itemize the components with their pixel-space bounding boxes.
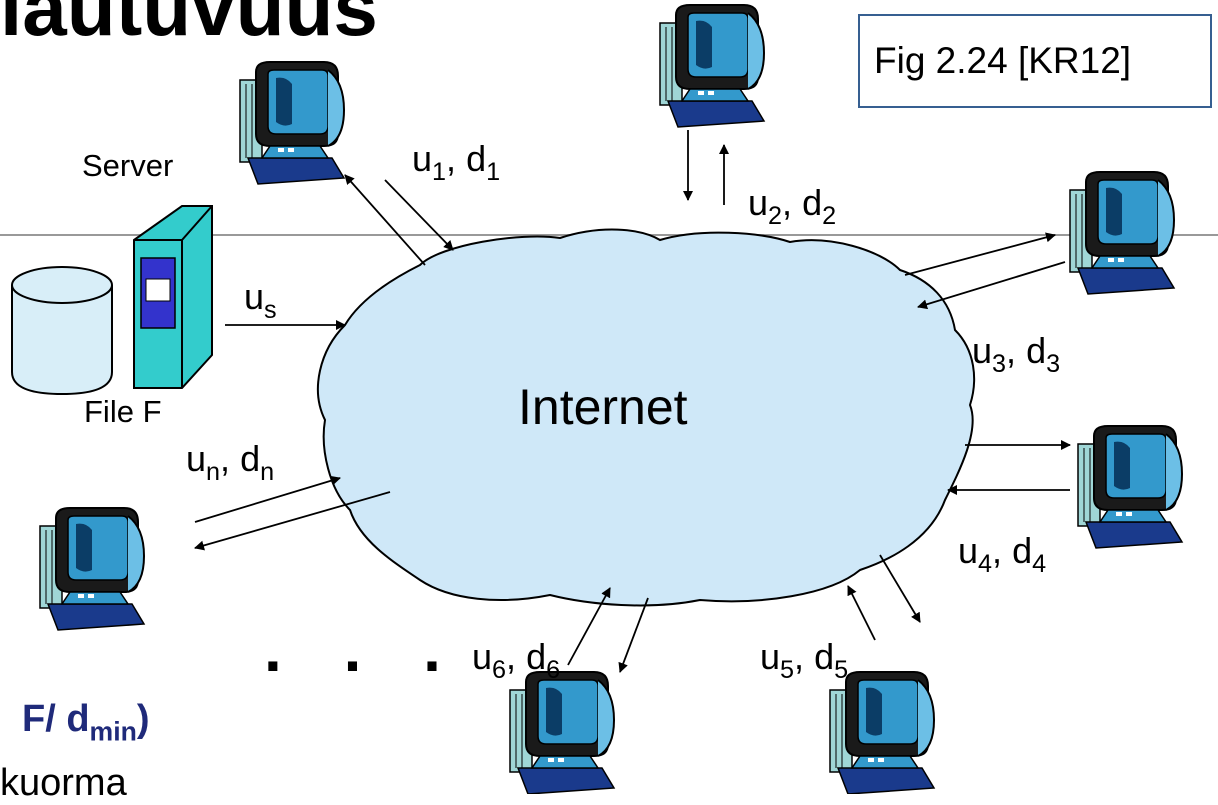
- peer-6-up-arrow: [567, 587, 611, 666]
- peer-1-computer-icon: [239, 61, 345, 185]
- peer-5-up-arrow: [847, 585, 876, 641]
- internet-cloud: [317, 228, 976, 607]
- slide-title-fragment: iautuvuus: [0, 0, 378, 52]
- server-upload-label: us: [244, 276, 277, 324]
- server-label: Server: [82, 148, 174, 183]
- peer-4-rates-label: u4, d4: [958, 530, 1047, 578]
- peer-1-rates-label: u1, d1: [412, 138, 501, 186]
- peer-3-computer-icon: [1069, 171, 1175, 295]
- figure-reference-box: Fig 2.24 [KR12]: [858, 14, 1212, 108]
- peer-6-down-arrow: [618, 597, 649, 673]
- peer-4-computer-icon: [1077, 425, 1183, 549]
- peer-1-up-arrow: [344, 174, 426, 266]
- peer-3-rates-label: u3, d3: [972, 330, 1061, 378]
- peer-2-computer-icon: [659, 4, 765, 128]
- file-label: File F: [84, 394, 162, 429]
- bottom-text-fragment: kuorma: [0, 762, 127, 804]
- peer-5-down-arrow: [879, 554, 921, 623]
- peer-3-up-arrow: [917, 261, 1066, 310]
- more-peers-ellipsis: . . .: [264, 613, 463, 685]
- peer-n-down-arrow: [194, 491, 391, 551]
- peer-n-computer-icon: [39, 507, 145, 631]
- peer-2-rates-label: u2, d2: [748, 182, 837, 230]
- peer-3-down-arrow: [904, 232, 1056, 276]
- peer-6-rates-label: u6, d6: [472, 636, 561, 684]
- peer-5-rates-label: u5, d5: [760, 636, 849, 684]
- internet-label: Internet: [518, 379, 688, 435]
- peer-1-down-arrow: [384, 179, 454, 251]
- peer-n-up-arrow: [194, 475, 341, 523]
- server-icon: [133, 205, 213, 389]
- formula-fragment: F/ dmin): [22, 698, 150, 747]
- peer-5-computer-icon: [829, 671, 935, 794]
- file-disk-icon: [11, 266, 113, 396]
- peer-6-computer-icon: [509, 671, 615, 794]
- peer-n-rates-label: un, dn: [186, 438, 275, 486]
- figure-reference-text: Fig 2.24 [KR12]: [874, 40, 1132, 81]
